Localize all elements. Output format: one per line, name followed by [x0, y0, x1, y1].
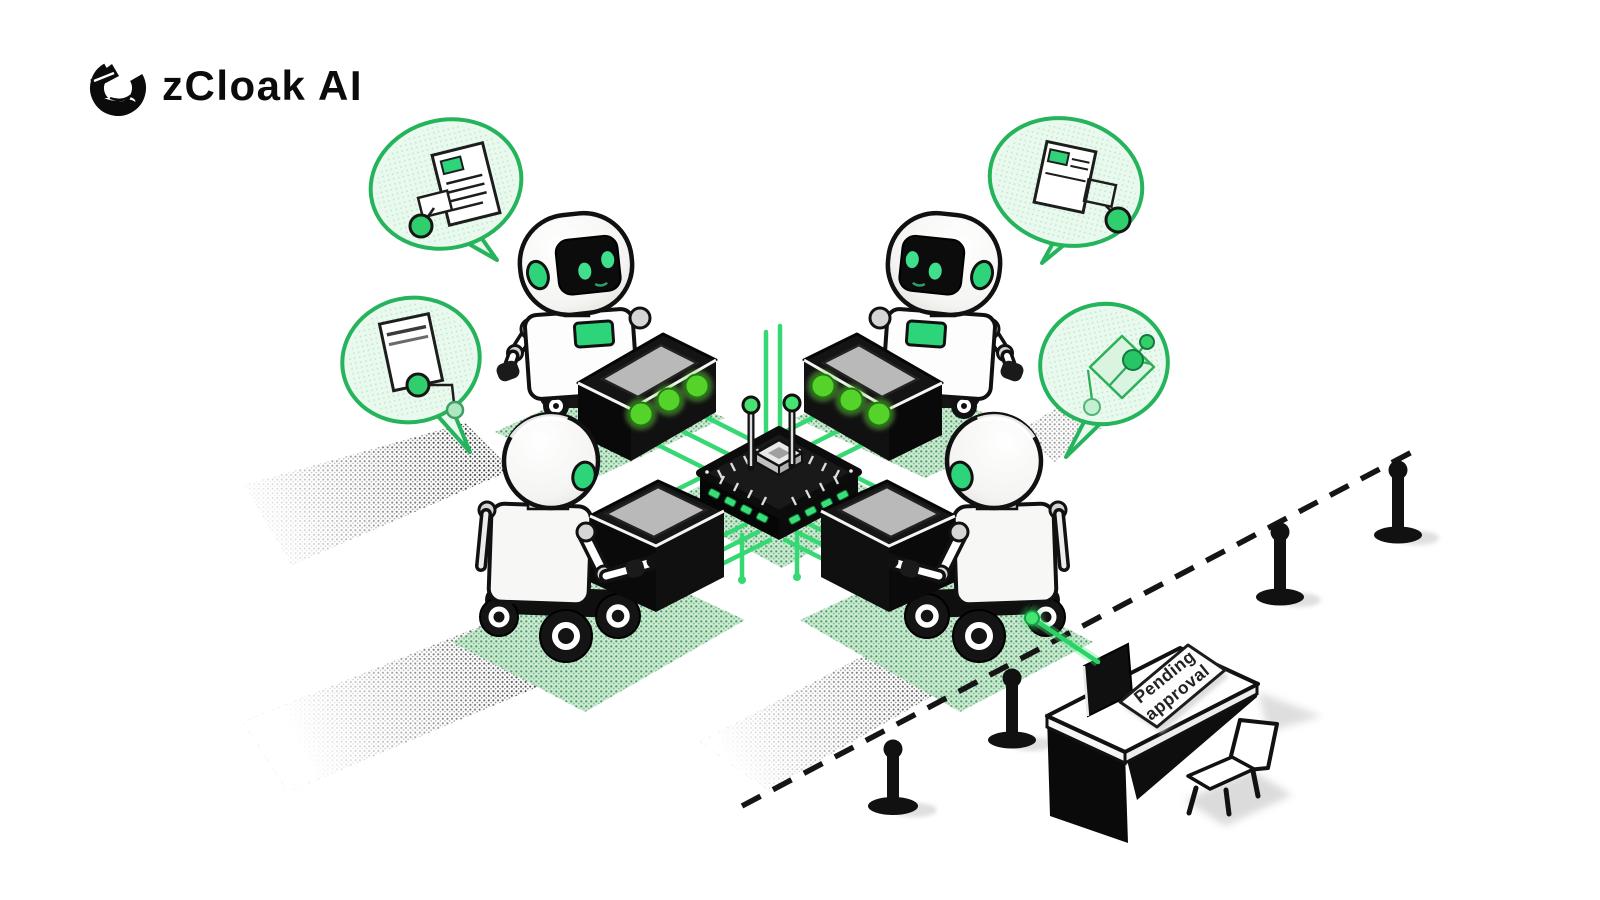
gripper-hand — [625, 559, 645, 578]
console-screen — [599, 343, 700, 399]
chip-antennas — [741, 393, 802, 472]
robot-head — [517, 210, 635, 318]
chair-seat — [1186, 755, 1256, 791]
speech-bubble-top-left — [368, 117, 524, 262]
robot-body — [475, 500, 594, 607]
right-eye — [601, 251, 615, 269]
speech-bubble-mid-left — [340, 295, 482, 454]
stanchion-2 — [988, 668, 1053, 751]
file-link-icon — [377, 311, 465, 420]
desk-chair — [1185, 718, 1292, 826]
speech-bubble-mid-right — [1038, 301, 1170, 459]
speech-bubble-top-right — [987, 116, 1145, 265]
brand-name: zCloak AI — [162, 62, 363, 109]
central-processor-chip — [696, 393, 862, 540]
console — [588, 479, 726, 612]
mouth — [594, 281, 608, 287]
dashed-border-line — [740, 449, 1414, 809]
browser-card-icon — [1032, 139, 1132, 234]
stanchion-1 — [868, 739, 937, 817]
pending-approval-laser — [1020, 606, 1101, 667]
robot-head — [501, 411, 601, 511]
stanchion-4 — [1374, 460, 1439, 545]
robot-bottom-left — [475, 411, 726, 663]
robot-right-arm — [575, 521, 662, 584]
left-eye — [578, 262, 592, 280]
ear-dot — [571, 460, 597, 492]
brand-lockup: zCloak AI — [88, 56, 363, 116]
stanchion-3 — [1256, 522, 1321, 607]
ear-dot — [525, 259, 550, 291]
trail-upper-left — [245, 423, 512, 565]
network-graph-icon — [1083, 334, 1156, 416]
approval-desk: Pending approval — [1045, 642, 1322, 843]
zcloak-logo-icon — [90, 60, 146, 116]
console-screen — [603, 485, 709, 539]
chest-badge — [572, 319, 616, 349]
stanchions — [868, 460, 1439, 817]
console-lights — [625, 370, 713, 430]
